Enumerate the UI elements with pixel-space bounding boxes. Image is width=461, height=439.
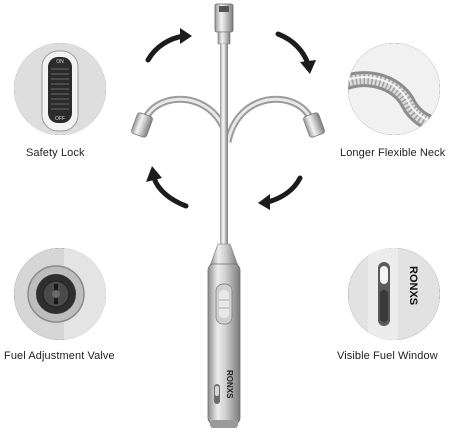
lighter-body xyxy=(207,243,241,428)
rotation-arrows xyxy=(145,28,316,210)
flexible-neck-label: Longer Flexible Neck xyxy=(340,147,446,159)
switch-off-mark: OFF xyxy=(55,116,65,122)
body-brand-text: RONXS xyxy=(225,370,234,399)
fuel-valve-zoom xyxy=(14,248,106,340)
right-neck-bend xyxy=(224,95,325,143)
switch-on-mark: ON xyxy=(56,59,64,65)
arrow-top-left-icon xyxy=(145,28,192,63)
safety-lock-zoom: ON OFF xyxy=(14,43,106,135)
fuel-window-label: Visible Fuel Window xyxy=(337,350,438,362)
fuel-valve-label: Fuel Adjustment Valve xyxy=(4,350,115,362)
flexible-neck-zoom xyxy=(348,43,440,135)
fuel-window-zoom: RONXS xyxy=(348,248,440,340)
arrow-top-right-icon xyxy=(275,31,316,74)
arrow-bottom-left-icon xyxy=(146,166,189,209)
window-brand-text: RONXS xyxy=(407,266,419,305)
left-neck-bend xyxy=(131,95,232,143)
arrow-bottom-right-icon xyxy=(258,175,303,210)
straight-neck xyxy=(220,44,228,244)
safety-lock-label: Safety Lock xyxy=(26,147,85,159)
top-nozzle xyxy=(214,3,234,45)
